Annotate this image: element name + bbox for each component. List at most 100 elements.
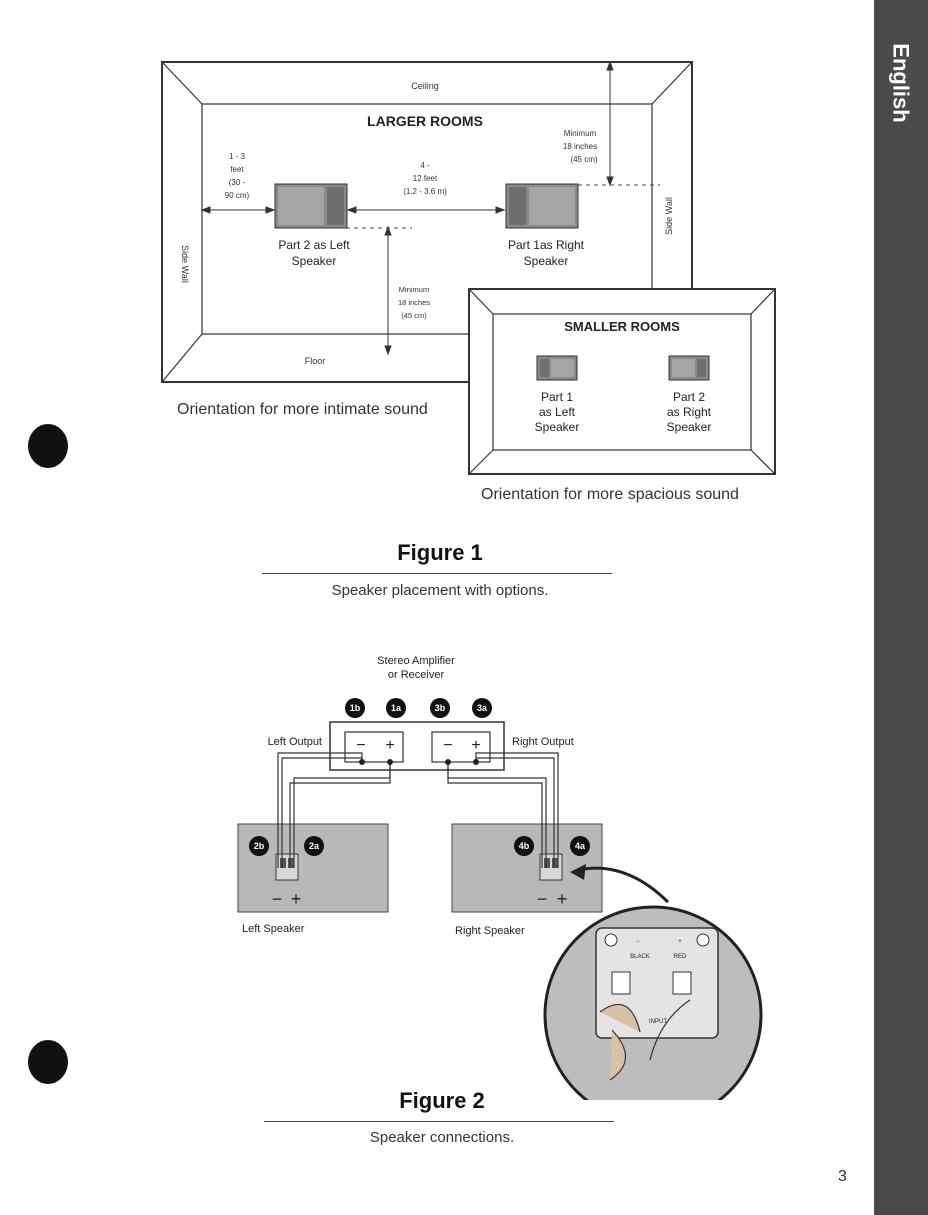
svg-text:2a: 2a xyxy=(309,841,320,851)
svg-text:18 inches: 18 inches xyxy=(563,142,597,151)
svg-text:+: + xyxy=(291,889,302,909)
figure1-subtitle: Speaker placement with options. xyxy=(331,582,549,599)
svg-text:Part 2: Part 2 xyxy=(673,390,705,404)
right-speaker-terminal xyxy=(539,853,563,881)
connection-inset xyxy=(543,905,763,1100)
svg-text:+: + xyxy=(557,889,568,909)
svg-text:(45 cm): (45 cm) xyxy=(570,155,597,164)
amp-polarity-signs: − + − + xyxy=(356,737,480,754)
speaker-polarity-signs: − + − + xyxy=(272,889,568,909)
wall-distance-label: 1 - 3 feet (30 - 90 cm) xyxy=(225,152,250,200)
figure1-rule xyxy=(262,573,612,574)
svg-text:as Left: as Left xyxy=(539,405,576,419)
svg-text:(1.2 - 3.6 m): (1.2 - 3.6 m) xyxy=(403,187,447,196)
svg-text:1 - 3: 1 - 3 xyxy=(229,152,246,161)
caption-larger-rooms: Orientation for more intimate sound xyxy=(177,401,428,418)
inset-arrow xyxy=(577,866,670,904)
svg-text:3b: 3b xyxy=(435,703,446,713)
svg-text:18 inches: 18 inches xyxy=(398,298,430,307)
larger-rooms-title: LARGER ROOMS xyxy=(367,113,483,129)
left-speaker-terminal xyxy=(275,853,299,881)
left-speaker-label: Left Speaker xyxy=(242,923,305,935)
minimum-top-label: Minimum 18 inches (45 cm) xyxy=(563,129,598,164)
svg-text:Speaker: Speaker xyxy=(292,254,337,268)
right-output-label: Right Output xyxy=(512,736,574,748)
svg-text:BLACK: BLACK xyxy=(630,954,650,960)
minimum-bottom-label: Minimum 18 inches (45 cm) xyxy=(398,285,430,320)
inset-labels: − + BLACK RED INPUT xyxy=(630,939,687,1025)
svg-text:INPUT: INPUT xyxy=(649,1019,667,1025)
figure2-title: Figure 2 xyxy=(399,1088,485,1113)
svg-text:4 -: 4 - xyxy=(420,161,430,170)
smaller-room xyxy=(468,288,776,475)
right-speaker-small-label: Part 2 as Right Speaker xyxy=(667,390,712,434)
svg-text:Speaker: Speaker xyxy=(524,254,569,268)
dashed-guides xyxy=(346,184,660,229)
right-speaker-large-label: Part 1as Right Speaker xyxy=(508,238,585,268)
page-number: 3 xyxy=(838,1168,847,1185)
language-tab xyxy=(874,0,928,1215)
svg-text:−: − xyxy=(356,737,365,754)
svg-text:+: + xyxy=(385,737,394,754)
amplifier-box xyxy=(329,721,505,771)
figure1-title: Figure 1 xyxy=(397,540,483,565)
svg-text:4a: 4a xyxy=(575,841,586,851)
floor-label: Floor xyxy=(305,356,326,366)
speaker-terminal-badges xyxy=(249,836,590,856)
language-tab-label-wrap: English xyxy=(874,28,928,138)
left-output-label: Left Output xyxy=(268,736,322,748)
svg-text:3a: 3a xyxy=(477,703,488,713)
svg-text:feet: feet xyxy=(230,165,244,174)
svg-text:−: − xyxy=(443,737,452,754)
figure2-rule xyxy=(264,1121,614,1122)
left-speaker-large-label: Part 2 as Left Speaker xyxy=(278,238,350,268)
figure1-diagram: Ceiling LARGER ROOMS Floor Side Wall Sid… xyxy=(161,60,776,475)
svg-text:(45 cm): (45 cm) xyxy=(401,311,427,320)
svg-text:Minimum: Minimum xyxy=(564,129,597,138)
terminal-dots xyxy=(359,759,479,765)
smaller-rooms-title: SMALLER ROOMS xyxy=(564,319,680,334)
left-speaker-large xyxy=(274,183,348,229)
amp-terminal-badges xyxy=(345,698,492,718)
larger-room xyxy=(161,61,693,383)
svg-text:Part 1as Right: Part 1as Right xyxy=(508,238,585,252)
svg-text:Part 1: Part 1 xyxy=(541,390,573,404)
amp-terminal-labels: 1b 1a 3b 3a xyxy=(350,703,488,713)
language-tab-label: English xyxy=(889,43,915,123)
right-speaker-large xyxy=(505,183,579,229)
svg-text:as Right: as Right xyxy=(667,405,712,419)
caption-smaller-rooms: Orientation for more spacious sound xyxy=(481,486,739,503)
svg-text:or Receiver: or Receiver xyxy=(388,669,445,681)
svg-text:90 cm): 90 cm) xyxy=(225,191,250,200)
svg-text:Speaker: Speaker xyxy=(535,420,580,434)
svg-text:RED: RED xyxy=(674,954,687,960)
left-speaker-small xyxy=(536,355,578,381)
speaker-terminal-labels: 2b 2a 4b 4a xyxy=(254,841,586,851)
svg-text:Speaker: Speaker xyxy=(667,420,712,434)
inset-arrow-head xyxy=(570,864,586,880)
right-speaker-small xyxy=(668,355,710,381)
svg-text:1a: 1a xyxy=(391,703,402,713)
dimension-arrows xyxy=(200,60,614,356)
svg-text:4b: 4b xyxy=(519,841,530,851)
svg-text:−: − xyxy=(636,939,640,945)
svg-text:(30 -: (30 - xyxy=(229,178,246,187)
ceiling-label: Ceiling xyxy=(411,81,439,91)
left-speaker-small-label: Part 1 as Left Speaker xyxy=(535,390,580,434)
svg-text:−: − xyxy=(537,889,548,909)
svg-text:2b: 2b xyxy=(254,841,265,851)
speaker-distance-label: 4 - 12 feet (1.2 - 3.6 m) xyxy=(403,161,447,196)
side-wall-right-label: Side Wall xyxy=(664,197,674,235)
svg-text:−: − xyxy=(272,889,283,909)
binder-hole-bottom xyxy=(28,1040,68,1084)
figure2-diagram: Stereo Amplifier or Receiver 1b 1a 3b 3a… xyxy=(237,655,763,1100)
svg-text:Part 2 as Left: Part 2 as Left xyxy=(278,238,350,252)
svg-text:Stereo Amplifier: Stereo Amplifier xyxy=(377,655,455,667)
side-wall-left-label: Side Wall xyxy=(180,245,190,283)
svg-text:12 feet: 12 feet xyxy=(413,174,438,183)
svg-text:1b: 1b xyxy=(350,703,361,713)
binder-hole-top xyxy=(28,424,68,468)
svg-text:Minimum: Minimum xyxy=(399,285,429,294)
figure2-subtitle: Speaker connections. xyxy=(369,1129,515,1146)
amplifier-label: Stereo Amplifier or Receiver xyxy=(377,655,455,681)
